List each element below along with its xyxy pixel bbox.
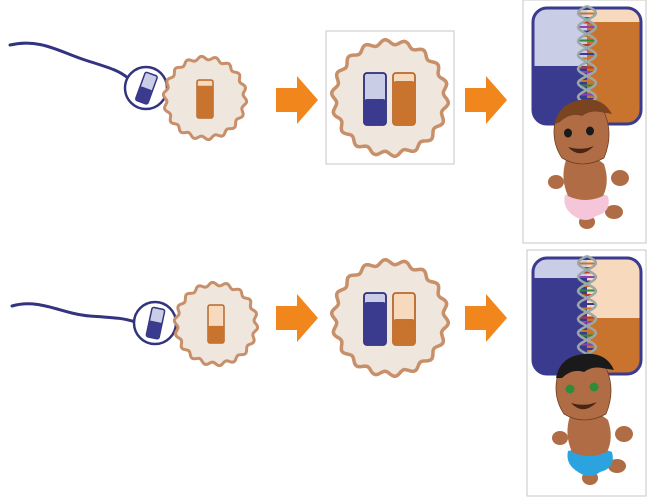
- arrow-right-icon: [465, 294, 507, 342]
- baby-hair: [555, 99, 612, 124]
- egg-cell-icon: [161, 54, 249, 142]
- egg-chromosome-bar: [207, 304, 225, 344]
- egg-chromosome-bar: [196, 79, 214, 119]
- sperm-icon: [8, 41, 169, 111]
- egg-cell-icon: [172, 280, 260, 368]
- baby-hair: [556, 353, 614, 378]
- row-2: [10, 249, 647, 497]
- sperm-icon: [10, 300, 178, 346]
- sperm-chromosome-bar: [135, 71, 158, 105]
- baby-icon: [548, 99, 629, 229]
- arrow-right-icon: [276, 76, 318, 124]
- arrow-right-icon: [465, 76, 507, 124]
- zygote-icon: [325, 30, 455, 165]
- sperm-chromosome-bar: [145, 306, 166, 340]
- arrow-right-icon: [276, 294, 318, 342]
- row-1: [8, 0, 647, 244]
- baby-icon: [552, 353, 633, 485]
- zygote-icon: [329, 257, 451, 379]
